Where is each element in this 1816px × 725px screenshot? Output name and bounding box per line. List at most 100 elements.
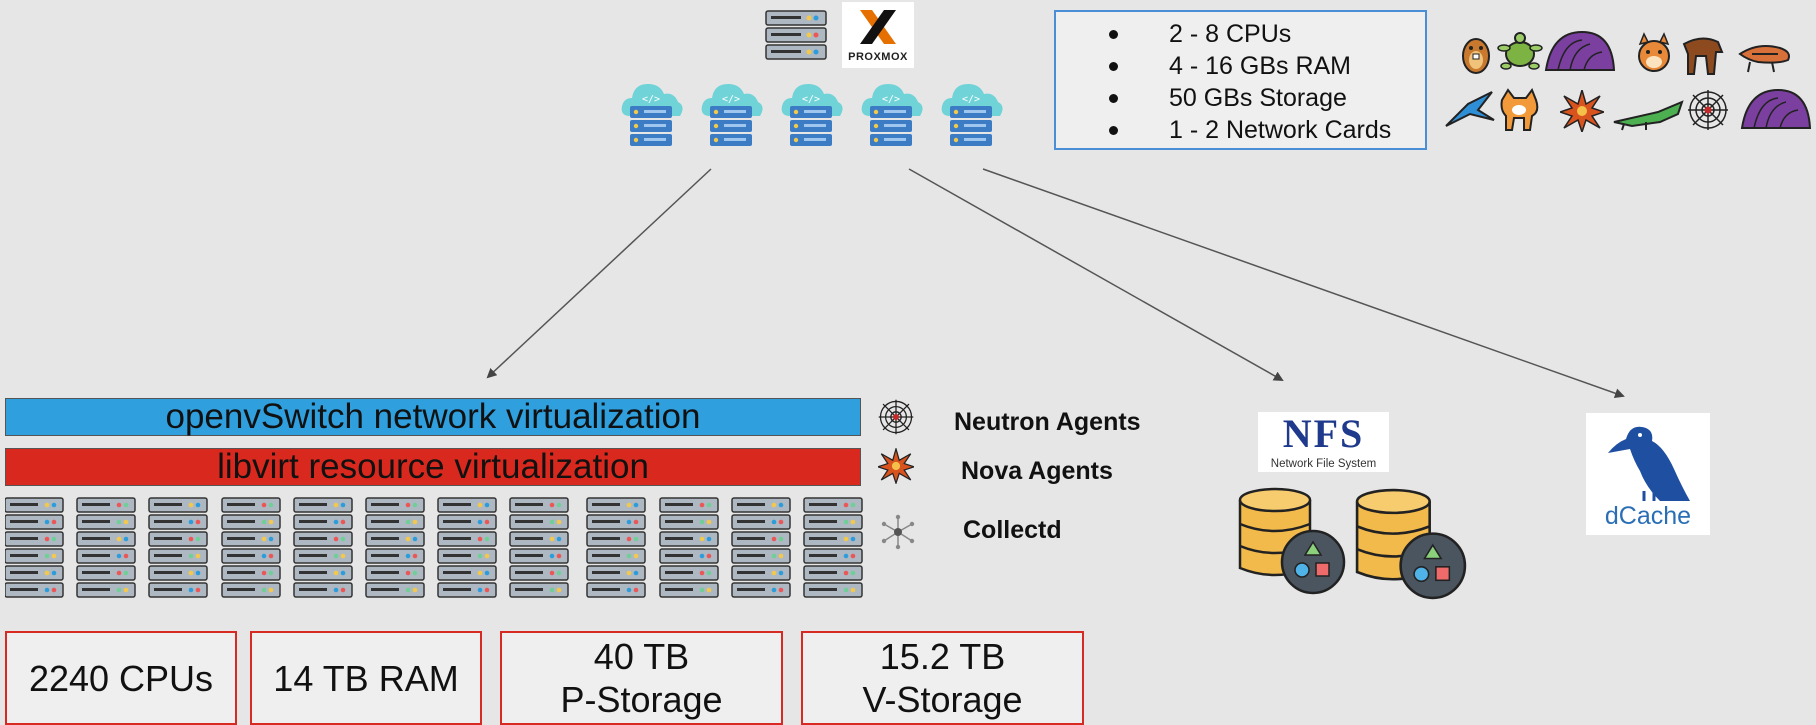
server-unit xyxy=(5,548,64,564)
server-unit xyxy=(803,582,863,598)
server-unit xyxy=(659,565,719,581)
server-unit xyxy=(803,548,863,564)
stat-p-storage: 40 TB P-Storage xyxy=(500,631,783,725)
server-unit xyxy=(148,565,208,581)
server-unit xyxy=(509,548,569,564)
bullet xyxy=(1109,126,1118,135)
cloud-server-icon: </> xyxy=(861,84,923,146)
spec-item: 1 - 2 Network Cards xyxy=(1056,114,1425,146)
server-unit xyxy=(437,497,497,513)
server-unit xyxy=(365,514,425,530)
server-unit xyxy=(509,565,569,581)
spec-item: 4 - 16 GBs RAM xyxy=(1056,50,1425,82)
dcache-logo-text: dCache xyxy=(1604,502,1692,530)
bullet xyxy=(1109,62,1118,71)
stat-ram: 14 TB RAM xyxy=(250,631,482,725)
vm-spec-list: 2 - 8 CPUs 4 - 16 GBs RAM 50 GBs Storage… xyxy=(1056,12,1425,146)
svg-text:</>: </> xyxy=(882,94,900,105)
server-unit xyxy=(5,582,64,598)
arrow-to-cluster xyxy=(486,168,712,379)
stat-line: V-Storage xyxy=(862,679,1023,720)
server-unit xyxy=(365,565,425,581)
server-unit xyxy=(509,497,569,513)
cloud-server-icon: </> xyxy=(621,84,683,146)
bullet xyxy=(1109,94,1118,103)
collectd-label: Collectd xyxy=(963,516,1062,544)
server-unit xyxy=(586,514,646,530)
cloud-server-icon: </> xyxy=(941,84,1003,146)
server-unit xyxy=(76,582,136,598)
spiderweb-icon xyxy=(1688,90,1728,130)
server-unit xyxy=(76,514,136,530)
cloud-server-icon: </> xyxy=(701,84,763,146)
libvirt-bar: libvirt resource virtualization xyxy=(5,448,861,486)
proxmox-x-icon xyxy=(860,10,896,44)
server-unit xyxy=(221,497,281,513)
spec-item: 50 GBs Storage xyxy=(1056,82,1425,114)
server-unit xyxy=(437,582,497,598)
server-unit xyxy=(148,497,208,513)
stat-cpus: 2240 CPUs xyxy=(5,631,237,725)
server-unit xyxy=(586,497,646,513)
server-unit xyxy=(365,531,425,547)
server-unit xyxy=(365,548,425,564)
server-unit xyxy=(148,582,208,598)
squirrel-icon xyxy=(1638,32,1670,72)
server-unit xyxy=(148,514,208,530)
server-rack-icon xyxy=(765,10,827,60)
nova-agents-label: Nova Agents xyxy=(961,457,1113,485)
proxmox-logo: PROXMOX xyxy=(842,2,914,68)
nfs-logo-text: NFS xyxy=(1282,411,1365,456)
stat-v-storage: 15.2 TB V-Storage xyxy=(801,631,1084,725)
server-unit xyxy=(803,514,863,530)
anteater-icon xyxy=(1682,37,1724,75)
server-unit xyxy=(437,514,497,530)
svg-text:</>: </> xyxy=(722,94,740,105)
starburst-icon xyxy=(878,448,914,484)
armadillo-icon xyxy=(1740,88,1812,129)
server-unit xyxy=(659,497,719,513)
crocodile-icon xyxy=(1613,100,1684,131)
server-unit xyxy=(5,531,64,547)
stat-line: 2240 CPUs xyxy=(28,657,214,699)
server-unit xyxy=(586,565,646,581)
server-unit xyxy=(293,582,353,598)
server-unit xyxy=(221,582,281,598)
server-unit xyxy=(659,582,719,598)
server-unit xyxy=(803,565,863,581)
spiderweb-icon xyxy=(878,399,914,435)
spec-text: 1 - 2 Network Cards xyxy=(1169,116,1392,144)
server-unit xyxy=(221,548,281,564)
server-unit xyxy=(659,531,719,547)
server-unit xyxy=(365,497,425,513)
stat-line: 15.2 TB xyxy=(879,636,1006,677)
spec-text: 50 GBs Storage xyxy=(1169,84,1347,112)
armadillo-icon xyxy=(1544,30,1616,71)
server-unit xyxy=(221,531,281,547)
bullet xyxy=(1109,30,1118,39)
server-unit xyxy=(76,565,136,581)
server-unit xyxy=(5,565,64,581)
arrow-to-dcache xyxy=(982,168,1625,399)
dcache-logo: dCache xyxy=(1586,413,1710,535)
server-unit xyxy=(803,497,863,513)
server-unit xyxy=(76,531,136,547)
bird-icon xyxy=(1445,91,1495,127)
stat-line: 40 TB xyxy=(593,636,690,677)
spec-item: 2 - 8 CPUs xyxy=(1056,18,1425,50)
dcache-bird-icon xyxy=(1608,426,1690,501)
server-unit xyxy=(293,531,353,547)
server-unit xyxy=(5,497,64,513)
spec-text: 2 - 8 CPUs xyxy=(1169,20,1292,48)
nfs-logo-subtitle: Network File System xyxy=(1270,458,1377,470)
server-unit xyxy=(148,531,208,547)
svg-text:</>: </> xyxy=(642,94,660,105)
database-shapes-icon xyxy=(1355,488,1467,600)
arrow-to-nfs xyxy=(908,168,1284,381)
stat-line: 14 TB RAM xyxy=(273,657,459,699)
server-unit xyxy=(731,531,791,547)
server-unit xyxy=(509,514,569,530)
starburst-icon xyxy=(1560,90,1604,132)
beaver-icon xyxy=(1462,38,1490,74)
